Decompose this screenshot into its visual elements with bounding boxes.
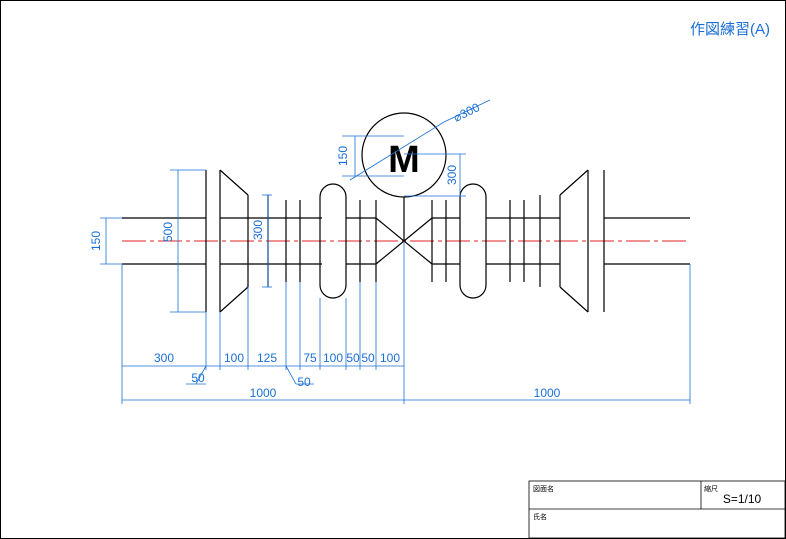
left-roller [319, 183, 347, 299]
vertical-dims [100, 169, 272, 313]
dim-seg-100b: 100 [323, 351, 343, 365]
dim-seg-125: 125 [257, 351, 277, 365]
title-block-scale-label: 縮尺 [704, 484, 718, 493]
right-roller [459, 183, 487, 299]
sheet-title: 作図練習(A) [690, 21, 770, 38]
title-block [528, 480, 786, 539]
right-disc [559, 169, 605, 313]
motor-letter: M [388, 139, 420, 181]
title-block-name-label: 氏名 [533, 512, 547, 521]
left-shaft [122, 217, 206, 265]
dim-inner-dia: 300 [251, 220, 265, 240]
dim-note-50a: 50 [191, 371, 205, 385]
left-disc [205, 169, 249, 313]
dim-seg-75: 75 [303, 351, 317, 365]
dim-total-right: 1000 [534, 386, 561, 400]
dim-seg-100c: 100 [380, 351, 400, 365]
dim-motor-v: 150 [336, 146, 350, 166]
dim-seg-100a: 100 [224, 351, 244, 365]
dim-total-left: 1000 [250, 386, 277, 400]
dim-disc-dia: 500 [161, 222, 175, 242]
extension-lines [121, 241, 691, 404]
dim-motor-dia: ⌀300 [451, 100, 482, 125]
title-block-scale-value: S=1/10 [723, 492, 762, 506]
dim-motor-h: 300 [445, 165, 459, 185]
dim-shaft-dia: 150 [89, 231, 103, 251]
dim-seg-50a: 50 [346, 351, 360, 365]
motor-dimensions [342, 99, 491, 197]
title-block-drawing-name: 図面名 [533, 484, 554, 493]
dim-note-50b: 50 [297, 375, 311, 389]
right-shaft [604, 217, 690, 265]
dim-seg-50b: 50 [361, 351, 375, 365]
mid-right-shaft [486, 195, 560, 287]
dim-seg-300: 300 [154, 351, 174, 365]
